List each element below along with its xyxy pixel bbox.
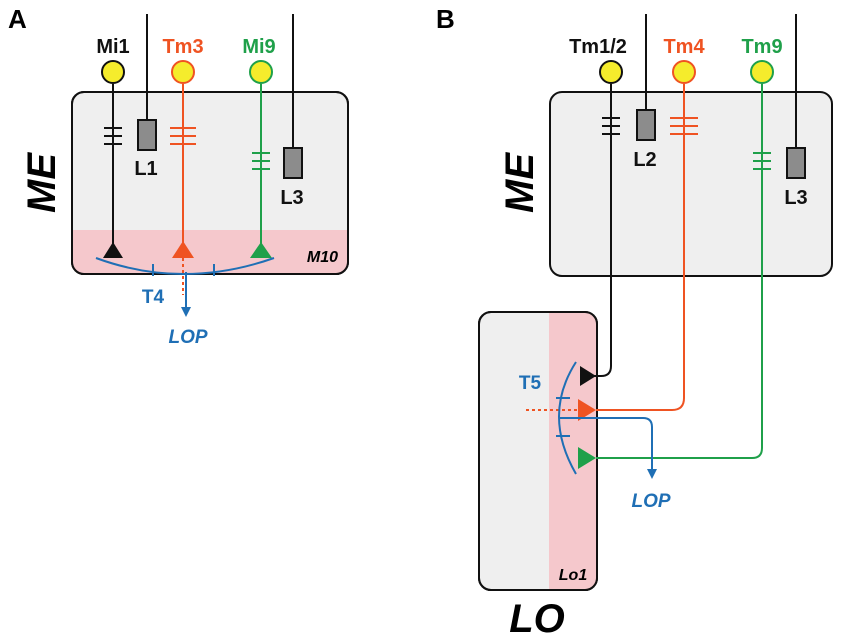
panel-a-region-me: ME	[20, 152, 64, 213]
panel-a-lop-label: LOP	[168, 327, 207, 348]
l1-lamina: L1	[134, 14, 158, 180]
panel-b-me-box	[549, 91, 833, 277]
tm12-terminal	[580, 366, 596, 386]
panel-a-layer-m10: M10	[307, 249, 338, 266]
tm4-terminal	[578, 399, 596, 421]
mi1-soma	[101, 60, 125, 84]
l3-label-b: L3	[784, 187, 807, 209]
tm3-label: Tm3	[162, 36, 203, 58]
panel-b: B ME Lo1 LO Tm1/2 L2	[436, 4, 833, 641]
tm9-neuron: Tm9	[578, 36, 783, 469]
tm12-label: Tm1/2	[569, 36, 627, 58]
mi9-soma	[249, 60, 273, 84]
l2-lamina: L2	[633, 14, 657, 171]
l3-lamina-a: L3	[280, 14, 304, 209]
panel-b-letter: B	[436, 4, 455, 34]
tm3-soma	[171, 60, 195, 84]
mi1-neuron: Mi1	[96, 36, 130, 258]
tm4-label: Tm4	[663, 36, 705, 58]
panel-b-region-me: ME	[498, 152, 542, 213]
tm4-neuron: Tm4	[526, 36, 705, 421]
t4-neuron: T4 LOP	[95, 257, 275, 348]
tm12-soma	[599, 60, 623, 84]
l3-lamina-b: L3	[784, 14, 808, 209]
mi9-label: Mi9	[242, 36, 275, 58]
tm12-neuron: Tm1/2	[569, 36, 627, 386]
panel-a-letter: A	[8, 4, 27, 34]
panel-b-region-lo: LO	[509, 597, 565, 641]
panel-b-layer-lo1: Lo1	[559, 567, 588, 584]
t4-label: T4	[142, 287, 165, 308]
tm3-neuron: Tm3	[162, 36, 204, 295]
t5-label: T5	[519, 373, 542, 394]
panel-b-lop-label: LOP	[631, 491, 670, 512]
mi9-neuron: Mi9	[242, 36, 276, 258]
tm3-terminal	[172, 241, 194, 258]
t5-neuron: T5 LOP	[519, 361, 671, 512]
panel-b-lo1-layer	[549, 313, 596, 589]
tm9-label: Tm9	[741, 36, 782, 58]
tm9-soma	[750, 60, 774, 84]
panel-a-m10-layer	[73, 230, 347, 273]
tm9-terminal	[578, 447, 596, 469]
l2-label: L2	[633, 149, 656, 171]
mi9-terminal	[250, 242, 272, 258]
l1-label: L1	[134, 158, 157, 180]
mi1-terminal	[103, 242, 123, 258]
mi1-label: Mi1	[96, 36, 129, 58]
l3-label-a: L3	[280, 187, 303, 209]
panel-a: A ME M10 Mi1 L1	[8, 4, 349, 348]
tm4-soma	[672, 60, 696, 84]
